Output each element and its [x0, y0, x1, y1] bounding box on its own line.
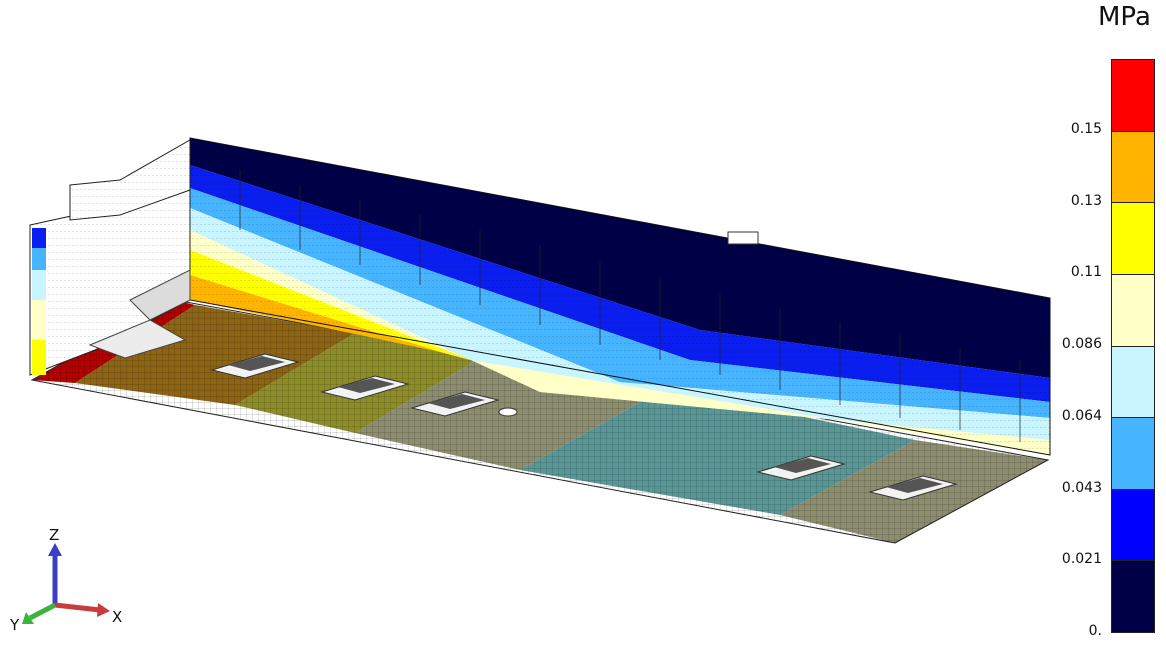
legend-band	[1112, 561, 1154, 632]
color-legend-bar	[1111, 59, 1155, 633]
axis-triad: Z X Y	[9, 526, 122, 634]
wall-stiffeners	[239, 170, 1021, 442]
seat-3	[410, 391, 500, 417]
legend-tick-label: 0.021	[1061, 551, 1102, 568]
legend-band	[1112, 203, 1154, 275]
seat-1	[210, 353, 300, 379]
legend-band	[1112, 131, 1154, 204]
legend-tick-label: 0.064	[1061, 407, 1102, 424]
y-axis-arrow	[28, 602, 57, 621]
legend-band	[1112, 418, 1154, 490]
legend-band	[1112, 346, 1154, 419]
z-axis-label: Z	[49, 526, 59, 544]
legend-band	[1112, 489, 1154, 562]
seat-2	[320, 375, 410, 401]
legend-band	[1112, 274, 1154, 347]
legend-tick-label: 0.043	[1061, 479, 1102, 496]
legend-band	[1112, 60, 1154, 132]
legend-tick-label: 0.086	[1061, 336, 1102, 352]
y-axis-label: Y	[9, 616, 20, 634]
seat-4	[756, 455, 846, 481]
x-axis-label: X	[112, 608, 122, 626]
x-axis-arrow	[54, 602, 101, 613]
legend-tick-label: 0.11	[1070, 264, 1102, 281]
legend-tick-label: 0.15	[1070, 120, 1102, 137]
top-fitting	[727, 231, 759, 245]
seat-5	[868, 475, 958, 501]
floor-seats	[210, 353, 958, 501]
legend-unit-label: MPa	[1098, 2, 1151, 32]
side-wall	[189, 137, 1051, 456]
legend-tick-label: 0.	[1088, 623, 1102, 639]
floor-hole	[498, 407, 518, 417]
end-bulkhead	[29, 139, 191, 376]
legend-tick-label: 0.13	[1070, 192, 1102, 209]
